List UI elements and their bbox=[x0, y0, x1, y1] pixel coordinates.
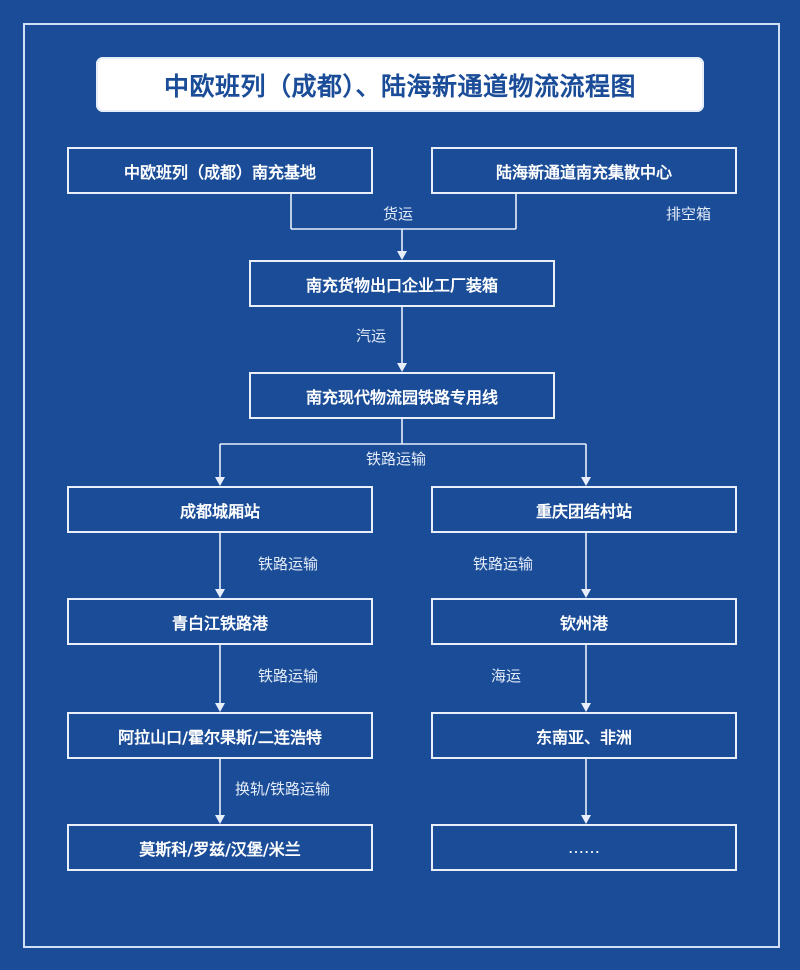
node-qinzhou-port: 钦州港 bbox=[431, 598, 737, 645]
right-3-arrow bbox=[581, 815, 591, 824]
edge-label-empty-containers: 排空箱 bbox=[666, 205, 712, 223]
merge-to-packing-arrow bbox=[397, 251, 407, 260]
edge-label-rail-left-1: 铁路运输 bbox=[258, 555, 319, 573]
edge-label-truck: 汽运 bbox=[356, 327, 387, 345]
edge-label-rail-split: 铁路运输 bbox=[366, 450, 427, 468]
node-qingbaijiang-port: 青白江铁路港 bbox=[67, 598, 373, 645]
left-1-arrow bbox=[215, 589, 225, 598]
node-more: …… bbox=[431, 824, 737, 871]
split-left-arrow bbox=[215, 477, 225, 486]
flowchart-title: 中欧班列（成都）、陆海新通道物流流程图 bbox=[96, 57, 704, 112]
packing-to-railway-arrow bbox=[397, 363, 407, 372]
edge-label-rail-left-2: 铁路运输 bbox=[258, 667, 319, 685]
outer-frame bbox=[23, 23, 780, 948]
edge-label-gauge-change-rail: 换轨/铁路运输 bbox=[235, 780, 331, 798]
node-lhxtd-center: 陆海新通道南充集散中心 bbox=[431, 147, 737, 194]
node-chengdu-base: 中欧班列（成都）南充基地 bbox=[67, 147, 373, 194]
right-1-arrow bbox=[581, 589, 591, 598]
right-2-arrow bbox=[581, 703, 591, 712]
node-tuanjiecun-station: 重庆团结村站 bbox=[431, 486, 737, 533]
node-export-packing: 南充货物出口企业工厂装箱 bbox=[249, 260, 555, 307]
edge-label-rail-right-1: 铁路运输 bbox=[473, 555, 534, 573]
node-railway-line: 南充现代物流园铁路专用线 bbox=[249, 372, 555, 419]
split-right-arrow bbox=[581, 477, 591, 486]
left-3-arrow bbox=[215, 815, 225, 824]
node-border-ports: 阿拉山口/霍尔果斯/二连浩特 bbox=[67, 712, 373, 759]
left-2-arrow bbox=[215, 703, 225, 712]
node-europe-cities: 莫斯科/罗兹/汉堡/米兰 bbox=[67, 824, 373, 871]
node-southeast-asia-africa: 东南亚、非洲 bbox=[431, 712, 737, 759]
node-chengxiang-station: 成都城厢站 bbox=[67, 486, 373, 533]
edge-label-sea: 海运 bbox=[491, 667, 522, 685]
edge-label-freight: 货运 bbox=[383, 205, 414, 223]
